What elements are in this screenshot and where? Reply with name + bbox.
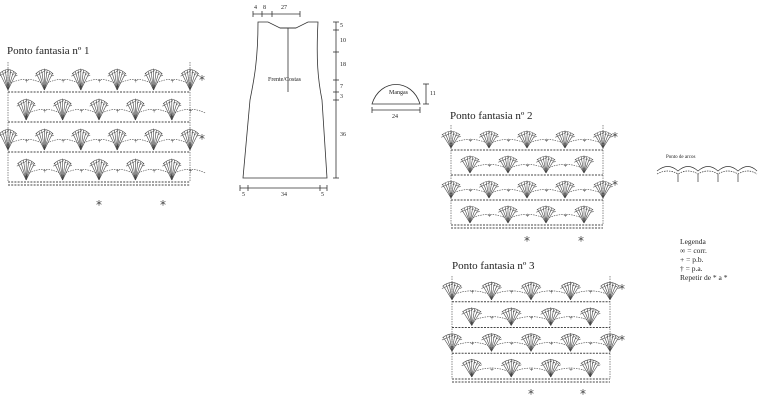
svg-text:+: + [97, 78, 101, 84]
dim-label: 7 [340, 84, 343, 90]
dim-label: 8 [263, 5, 266, 11]
svg-text:+: + [569, 315, 573, 321]
dim-label: 27 [281, 5, 287, 11]
svg-text:+: + [61, 78, 65, 84]
dim-label: 4 [254, 5, 257, 11]
cross-symbol-icon: + [680, 255, 687, 264]
svg-text:+: + [468, 188, 472, 194]
svg-text:+: + [569, 367, 573, 373]
svg-text:+: + [25, 78, 29, 84]
svg-text:+: + [490, 367, 494, 373]
svg-text:+: + [470, 290, 474, 296]
svg-text:+: + [563, 163, 567, 169]
sleeve-height: 11 [430, 91, 436, 97]
legend-title: Legenda [680, 237, 706, 246]
chain-symbol-icon: ∞ [680, 246, 688, 255]
svg-text:+: + [487, 163, 491, 169]
repeat-marker: * [96, 198, 102, 212]
legend-item: ∞ = corr. [680, 246, 707, 255]
svg-text:+: + [510, 341, 514, 347]
svg-text:+: + [25, 138, 29, 144]
dim-label: 5 [340, 23, 343, 29]
svg-text:+: + [170, 138, 174, 144]
dim-label: 5 [242, 192, 245, 198]
svg-text:+: + [116, 168, 120, 174]
svg-text:+: + [134, 78, 138, 84]
svg-text:+: + [487, 213, 491, 219]
svg-text:+: + [582, 188, 586, 194]
dress-label: Frente/Costas [268, 77, 301, 83]
svg-text:+: + [79, 108, 83, 114]
pattern-1-title: Ponto fantasia nº 1 [7, 45, 90, 57]
repeat-marker: * [199, 132, 205, 146]
repeat-marker: * [612, 130, 618, 144]
svg-text:+: + [589, 341, 593, 347]
dim-label: 10 [340, 38, 346, 44]
repeat-marker: * [160, 198, 166, 212]
repeat-marker: * [619, 282, 625, 296]
repeat-marker: * [612, 178, 618, 192]
pattern-3-title: Ponto fantasia nº 3 [452, 260, 535, 272]
svg-text:+: + [510, 290, 514, 296]
repeat-marker: * [578, 234, 584, 248]
legend-item: † = p.a. [680, 264, 703, 273]
svg-text:+: + [529, 367, 533, 373]
svg-text:+: + [170, 78, 174, 84]
svg-text:+: + [79, 168, 83, 174]
dim-label: 34 [281, 192, 287, 198]
svg-text:+: + [470, 341, 474, 347]
svg-text:+: + [544, 138, 548, 144]
svg-text:+: + [544, 188, 548, 194]
svg-text:+: + [582, 138, 586, 144]
arcs-label: Ponto de arcos [666, 155, 696, 160]
svg-text:+: + [549, 290, 553, 296]
svg-text:+: + [589, 290, 593, 296]
svg-text:+: + [116, 108, 120, 114]
svg-text:+: + [134, 138, 138, 144]
repeat-marker: * [619, 333, 625, 347]
sleeve-label: Mangas [389, 90, 408, 96]
repeat-marker: * [528, 387, 534, 401]
legend-repeat: Repetir de * a * [680, 273, 728, 282]
legend: Legenda ∞ = corr. + = p.b. † = p.a. Repe… [680, 237, 727, 282]
svg-text:+: + [490, 315, 494, 321]
repeat-marker: * [580, 387, 586, 401]
svg-text:+: + [152, 108, 156, 114]
dim-label: 18 [340, 62, 346, 68]
svg-text:+: + [563, 213, 567, 219]
pattern-2-title: Ponto fantasia nº 2 [450, 110, 533, 122]
svg-text:+: + [506, 138, 510, 144]
svg-text:+: + [525, 163, 529, 169]
svg-text:+: + [188, 108, 192, 114]
svg-text:+: + [152, 168, 156, 174]
svg-text:+: + [188, 168, 192, 174]
svg-text:+: + [468, 138, 472, 144]
dim-label: 5 [321, 192, 324, 198]
svg-text:+: + [43, 168, 47, 174]
svg-text:+: + [97, 138, 101, 144]
svg-text:+: + [529, 315, 533, 321]
svg-text:+: + [549, 341, 553, 347]
legend-item: + = p.b. [680, 255, 704, 264]
svg-text:+: + [525, 213, 529, 219]
dim-label: 3 [340, 94, 343, 100]
svg-text:+: + [43, 108, 47, 114]
sleeve-width: 24 [392, 114, 398, 120]
svg-text:+: + [506, 188, 510, 194]
svg-text:+: + [61, 138, 65, 144]
dim-label: 36 [340, 132, 346, 138]
repeat-marker: * [524, 234, 530, 248]
dc-symbol-icon: † [680, 264, 686, 273]
repeat-marker: * [199, 73, 205, 87]
